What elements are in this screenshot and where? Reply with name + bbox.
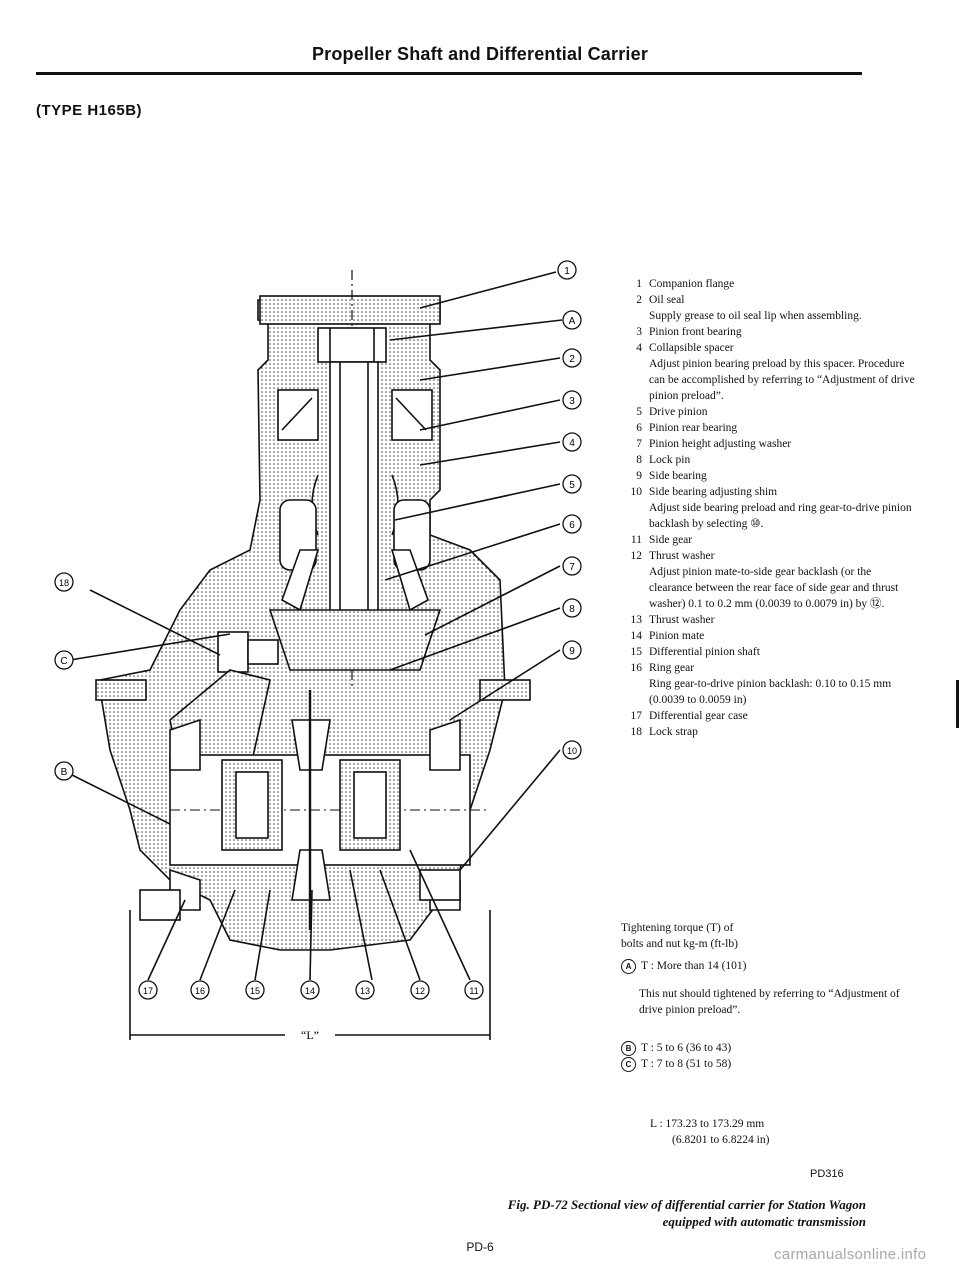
torque-c-value: T : 7 to 8 (51 to 58): [641, 1058, 732, 1070]
svg-text:2: 2: [569, 354, 575, 365]
legend-note: Adjust side bearing preload and ring gea…: [649, 502, 912, 530]
callout-b-icon: B: [621, 1040, 636, 1056]
top-callout-a: A: [562, 310, 582, 330]
torque-b-value: T : 5 to 6 (36 to 43): [641, 1042, 732, 1054]
torque-note: This nut should tightened by referring t…: [639, 988, 900, 1016]
svg-text:5: 5: [569, 480, 575, 491]
bottom-callout-14: 14: [300, 980, 320, 1000]
top-callout-8: 8: [562, 598, 582, 618]
bottom-callout-13: 13: [355, 980, 375, 1000]
legend-note: Supply grease to oil seal lip when assem…: [649, 310, 862, 322]
svg-text:11: 11: [469, 986, 478, 996]
left-callout-c: C: [54, 650, 74, 670]
top-callout-10: 10: [562, 740, 582, 760]
torque-heading: Tightening torque (T) of: [621, 922, 734, 934]
svg-text:9: 9: [569, 646, 575, 657]
dimension-l-label: “L”: [301, 1028, 319, 1040]
torque-a-value: T : More than 14 (101): [641, 960, 747, 972]
legend-note: Adjust pinion bearing preload by this sp…: [649, 358, 915, 402]
bottom-callout-15: 15: [245, 980, 265, 1000]
svg-text:B: B: [61, 767, 68, 778]
svg-text:7: 7: [569, 562, 575, 573]
header-rule: [36, 72, 862, 75]
top-callout-6: 6: [562, 514, 582, 534]
top-callout-5: 5: [562, 474, 582, 494]
site-watermark: carmanualsonline.info: [774, 1246, 927, 1263]
dimension-mm: L : 173.23 to 173.29 mm: [650, 1118, 765, 1130]
svg-text:A: A: [569, 316, 576, 327]
caption-line-2: equipped with automatic transmission: [662, 1214, 866, 1229]
left-callout-b: B: [54, 761, 74, 781]
bottom-callout-17: 17: [138, 980, 158, 1000]
caption-line-1: Fig. PD-72 Sectional view of differentia…: [507, 1197, 866, 1212]
svg-text:1: 1: [564, 266, 570, 277]
dimension-spec: L : 173.23 to 173.29 mm (6.8201 to 6.822…: [650, 1116, 920, 1148]
svg-text:18: 18: [59, 578, 69, 588]
page-header-title: Propeller Shaft and Differential Carrier: [311, 44, 649, 64]
svg-text:17: 17: [143, 986, 153, 996]
bottom-callout-12: 12: [410, 980, 430, 1000]
left-callout-18: 18: [54, 572, 74, 592]
top-callout-1: 1: [557, 260, 577, 280]
page-number: PD-6: [466, 1240, 494, 1254]
svg-text:13: 13: [360, 986, 370, 996]
top-callout-7: 7: [562, 556, 582, 576]
svg-text:8: 8: [569, 604, 575, 615]
svg-text:12: 12: [415, 986, 425, 996]
callout-c-icon: C: [621, 1056, 636, 1072]
svg-text:15: 15: [250, 986, 260, 996]
callout-a-icon: A: [621, 958, 636, 974]
torque-row-c: C T : 7 to 8 (51 to 58): [621, 1056, 921, 1072]
svg-text:10: 10: [567, 746, 577, 756]
margin-bar: [956, 680, 959, 728]
svg-text:C: C: [60, 656, 67, 667]
bottom-callout-11: 11: [464, 980, 484, 1000]
svg-text:3: 3: [569, 396, 575, 407]
svg-text:6: 6: [569, 520, 575, 531]
svg-text:16: 16: [195, 986, 205, 996]
legend-note: Ring gear-to-drive pinion backlash: 0.10…: [649, 678, 892, 706]
top-callout-3: 3: [562, 390, 582, 410]
top-callout-4: 4: [562, 432, 582, 452]
figure-code: PD316: [810, 1168, 844, 1180]
svg-text:4: 4: [569, 438, 575, 449]
dimension-in: (6.8201 to 6.8224 in): [672, 1134, 770, 1146]
torque-units: bolts and nut kg-m (ft-lb): [621, 938, 738, 950]
top-callout-2: 2: [562, 348, 582, 368]
figure-caption: Fig. PD-72 Sectional view of differentia…: [480, 1196, 866, 1230]
legend-note: Adjust pinion mate-to-side gear backlash…: [649, 566, 899, 610]
differential-sectional-diagram: 1 A 2 3 4 5 6 7 8 9 10 18: [54, 260, 582, 1040]
tightening-torque-block: Tightening torque (T) of bolts and nut k…: [621, 920, 921, 1072]
svg-text:14: 14: [305, 986, 315, 996]
type-label: (TYPE H165B): [36, 102, 143, 119]
bottom-callout-16: 16: [190, 980, 210, 1000]
top-callout-9: 9: [562, 640, 582, 660]
torque-row-b: B T : 5 to 6 (36 to 43): [621, 1040, 921, 1056]
torque-row-a: A T : More than 14 (101): [621, 958, 921, 974]
